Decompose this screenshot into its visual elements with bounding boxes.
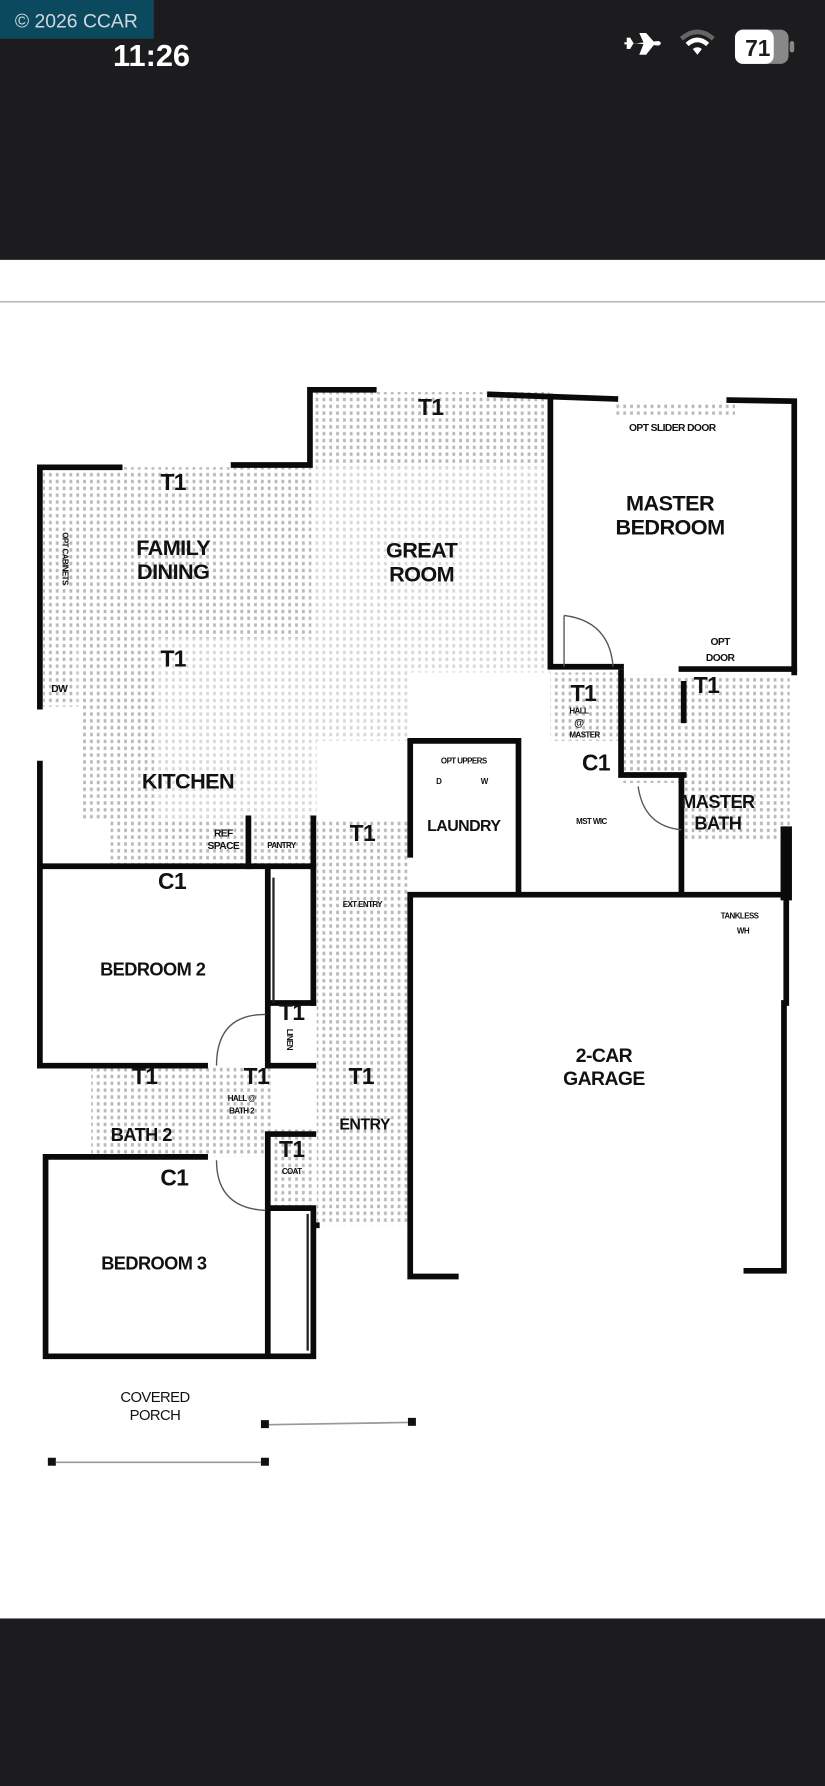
kitchen-label: KITCHEN <box>142 769 234 794</box>
opt-uppers-label: OPT UPPERS <box>441 757 487 766</box>
ref-space-label: SPACE <box>207 841 239 852</box>
linen-label: LINEN <box>285 1029 294 1051</box>
master-bedroom-label: BEDROOM <box>616 515 725 540</box>
garage-label: 2-CAR <box>576 1045 633 1067</box>
master-bath-label: BATH <box>694 813 741 834</box>
hall-master-label: @ <box>574 718 584 729</box>
dryer-label: D <box>436 777 442 786</box>
walls <box>37 386 798 1360</box>
finish-code: T1 <box>244 1063 270 1089</box>
great-room-label: GREAT <box>386 537 458 562</box>
master-bath-label: MASTER <box>681 791 755 812</box>
coat-label: COAT <box>282 1167 302 1176</box>
finish-code: T1 <box>132 1063 158 1089</box>
finish-code: T1 <box>279 999 305 1025</box>
doors <box>215 614 682 1212</box>
hall-master-label: MASTER <box>569 730 600 739</box>
entry-label: ENTRY <box>339 1116 391 1133</box>
finish-code: C1 <box>160 1164 189 1190</box>
family-dining-label: DINING <box>137 559 209 584</box>
tiled-floor <box>43 392 790 1226</box>
tankless-wh-label: WH <box>737 926 750 935</box>
finish-code: T1 <box>279 1136 305 1162</box>
finish-code: T1 <box>571 680 597 706</box>
finish-code: T1 <box>350 820 376 846</box>
floor-plan-image[interactable]: T1 T1 T1 T1 T1 T1 T1 T1 T1 T1 T1 C1 C1 C… <box>37 386 798 1466</box>
bottom-toolbar <box>0 1618 825 1786</box>
divider <box>0 300 825 303</box>
finish-code: T1 <box>160 646 186 672</box>
master-bedroom-label: MASTER <box>626 491 715 516</box>
finish-code: T1 <box>694 672 720 698</box>
finish-code: T1 <box>160 469 186 495</box>
great-room-label: ROOM <box>389 561 454 586</box>
mst-wic-label: MST WIC <box>576 817 607 826</box>
copyright-badge <box>0 0 154 39</box>
finish-code: C1 <box>158 868 187 894</box>
washer-label: W <box>481 777 489 786</box>
finish-code: T1 <box>348 1063 374 1089</box>
battery-level: 71 <box>745 35 771 61</box>
opt-door-label: DOOR <box>706 653 736 664</box>
clock-time: 11:26 <box>113 38 190 73</box>
opt-cabinets-label: OPT CABINETS <box>61 532 70 585</box>
pantry-label: PANTRY <box>267 841 297 850</box>
porch-posts <box>47 1417 416 1466</box>
opt-slider-door-label: OPT SLIDER DOOR <box>629 423 717 434</box>
opt-door-label: OPT <box>710 637 731 648</box>
finish-code: C1 <box>582 749 611 775</box>
covered-porch-label: PORCH <box>130 1408 181 1424</box>
dishwasher-label: DW <box>51 684 68 695</box>
ext-entry-label: EXT ENTRY <box>343 900 384 909</box>
hall-bath2-label: HALL @ <box>228 1094 256 1103</box>
copyright-text: © 2026 CCAR <box>15 10 138 32</box>
laundry-label: LAUNDRY <box>427 818 501 835</box>
battery-icon: 71 <box>734 29 795 64</box>
bath-2-label: BATH 2 <box>111 1124 172 1145</box>
ref-space-label: REF <box>214 829 233 840</box>
family-dining-label: FAMILY <box>136 535 211 560</box>
covered-porch-label: COVERED <box>120 1390 189 1406</box>
bedroom-2-label: BEDROOM 2 <box>100 959 206 980</box>
hall-bath2-label: BATH 2 <box>229 1107 255 1116</box>
hall-master-label: HALL <box>569 706 589 715</box>
tankless-wh-label: TANKLESS <box>721 912 759 921</box>
finish-code: T1 <box>418 394 444 420</box>
room-labels: T1 T1 T1 T1 T1 T1 T1 T1 T1 T1 T1 C1 C1 C… <box>51 394 759 1424</box>
wifi-icon <box>679 29 715 55</box>
bedroom-3-label: BEDROOM 3 <box>101 1253 207 1274</box>
garage-label: GARAGE <box>563 1068 645 1090</box>
